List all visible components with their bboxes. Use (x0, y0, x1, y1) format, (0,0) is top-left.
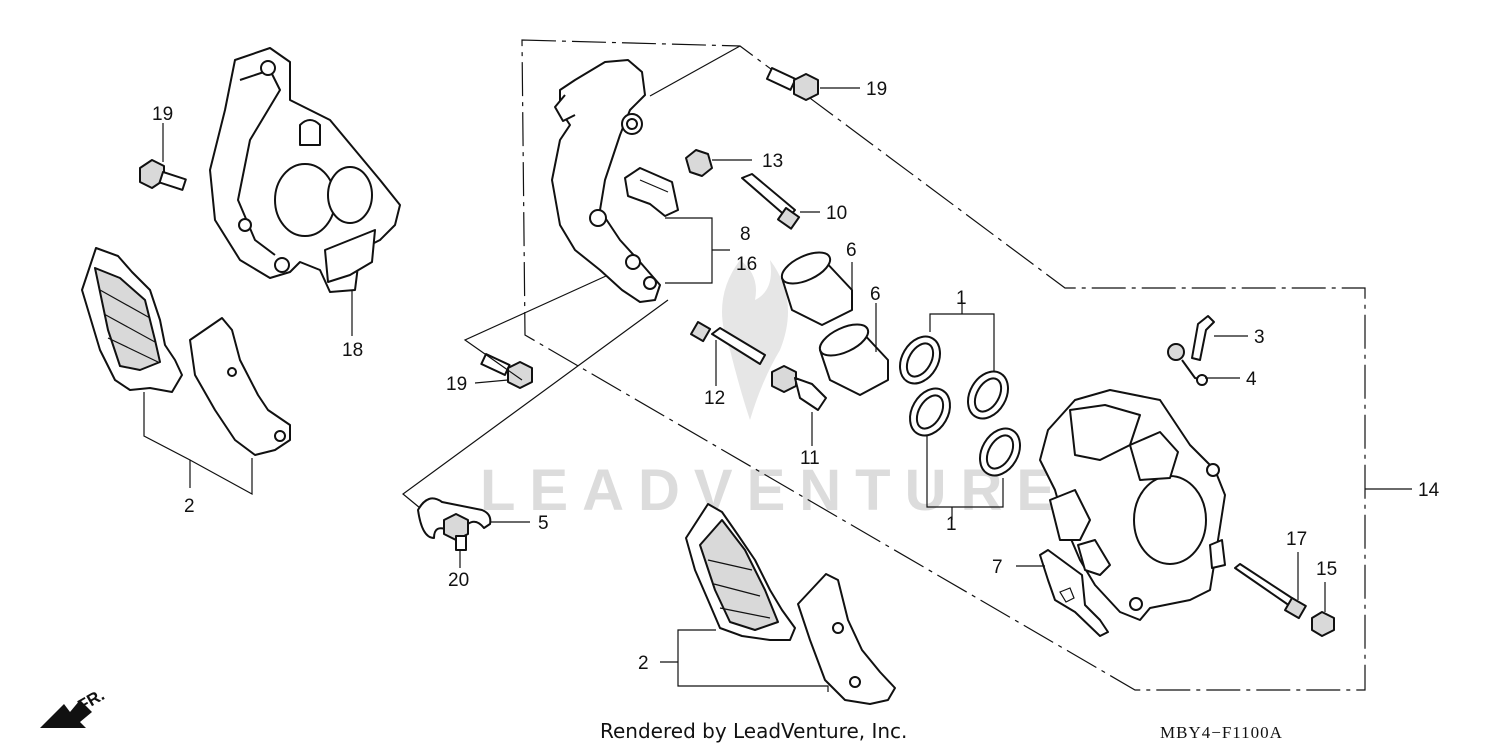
seal-set-1 (899, 335, 1021, 477)
footer-credit: Rendered by LeadVenture, Inc. (600, 719, 907, 743)
caliper-bracket-18 (209, 47, 401, 293)
watermark-text: LEADVENTURE (480, 458, 1069, 523)
callout-17: 17 (1286, 529, 1307, 550)
assembly-outline (521, 39, 1366, 691)
callout-10: 10 (826, 203, 847, 224)
callout-2-left: 2 (184, 496, 195, 517)
pad-retainer-spring (624, 167, 679, 217)
callout-13: 13 (762, 151, 783, 172)
callout-1-lower: 1 (946, 514, 957, 535)
callout-2-bottom: 2 (638, 653, 649, 674)
callout-6-lower: 6 (870, 284, 881, 305)
brake-pad-pair-bottom (685, 503, 896, 705)
pin-10 (741, 173, 801, 230)
piston-6-lower (818, 323, 889, 396)
pad-shim-7 (1039, 549, 1109, 637)
callout-7: 7 (992, 557, 1003, 578)
leader-lines (143, 45, 1412, 692)
bleeder-cap-4 (1167, 343, 1208, 386)
bolt-19-top (765, 66, 819, 101)
callout-14: 14 (1418, 480, 1440, 501)
pin-12 (690, 321, 766, 365)
front-direction-arrow: FR. (40, 685, 108, 728)
watermark: LEADVENTURE (480, 260, 1069, 523)
callout-15: 15 (1316, 559, 1337, 580)
callout-16: 16 (736, 254, 757, 275)
piston-6-upper (780, 251, 853, 326)
callout-8: 8 (740, 224, 751, 245)
callout-19-top: 19 (866, 79, 887, 100)
bolt-11 (771, 365, 827, 411)
bolt-19-left (139, 159, 187, 191)
callout-labels: 19 18 2 13 10 8 16 6 6 1 1 12 11 19 19 3… (152, 79, 1440, 674)
bolt-19-lower (480, 353, 533, 389)
callout-1-upper: 1 (956, 288, 967, 309)
caliper-bracket-main (551, 59, 661, 303)
nut-13 (685, 149, 713, 177)
callout-4: 4 (1246, 369, 1257, 390)
bolt-20 (443, 513, 469, 551)
callout-19-left: 19 (152, 104, 173, 125)
caliper-body (1039, 389, 1226, 621)
callout-18: 18 (342, 340, 363, 361)
pin-17 (1234, 563, 1307, 620)
callout-3: 3 (1254, 327, 1265, 348)
callout-5: 5 (538, 513, 549, 534)
diagram-code: MBY4−F1100A (1160, 723, 1283, 742)
brake-pad-pair-left (81, 247, 291, 456)
bleeder-valve-3 (1191, 315, 1215, 361)
callout-12: 12 (704, 388, 725, 409)
callout-19-lower: 19 (446, 374, 467, 395)
plug-15 (1311, 611, 1335, 637)
callout-11: 11 (800, 448, 820, 469)
callout-20: 20 (448, 570, 469, 591)
callout-6-upper: 6 (846, 240, 857, 261)
